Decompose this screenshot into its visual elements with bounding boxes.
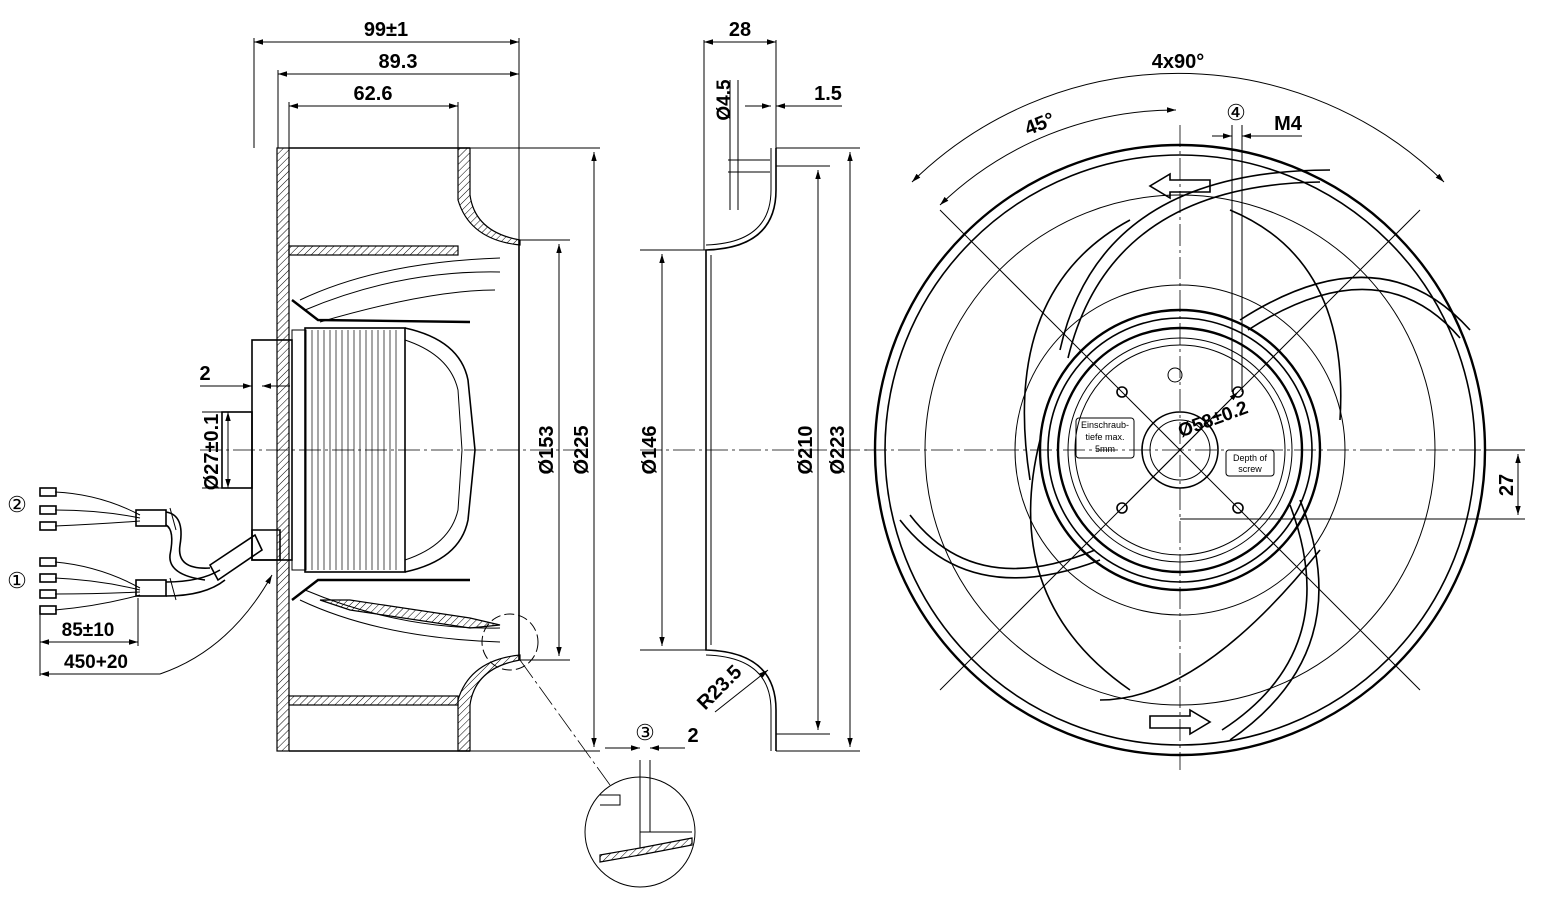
note-en-2: screw — [1238, 464, 1262, 474]
dim-ring-width: 28 — [729, 19, 751, 41]
dim-ring-dia-2: Ø223 — [827, 426, 849, 475]
note-de-1: Einschraub- — [1081, 420, 1129, 430]
dim-wall: 1.5 — [814, 83, 842, 105]
motor-dome — [404, 327, 476, 573]
rotor-ribs — [311, 330, 397, 570]
inlet-ring-profile — [705, 148, 777, 751]
hub-bore — [1141, 411, 1219, 489]
dim-thread: M4 — [1274, 113, 1303, 135]
side-view — [200, 147, 600, 752]
lead-wires: ② ① 85±10 450+20 — [7, 487, 273, 677]
inlet-ring-view: 28 Ø4.5 1.5 Ø146 R23.5 Ø210 Ø223 — [639, 19, 870, 752]
note-de-2: tiefe max. — [1085, 432, 1124, 442]
dim-depth-2: 89.3 — [379, 51, 418, 73]
flow-arrow-bottom — [1149, 708, 1212, 736]
lead-1-marker: ① — [7, 568, 27, 593]
note-en-1: Depth of — [1233, 453, 1268, 463]
dim-lead-short: 85±10 — [62, 620, 115, 641]
dim-bolt-circle: Ø58±0.2 — [1175, 398, 1251, 443]
front-view: Einschraub- tiefe max. 5mm Depth of scre… — [865, 51, 1525, 770]
dim-overall-depth: 99±1 — [364, 19, 408, 41]
dim-shaft-dia: Ø27±0.1 — [201, 414, 223, 491]
shroud-top — [457, 147, 521, 246]
dim-ring-dia-1: Ø210 — [795, 426, 817, 475]
dim-inlet-dia: Ø153 — [536, 426, 558, 475]
blade-lower — [319, 599, 501, 629]
impeller-blades — [899, 169, 1471, 741]
side-dimensions: 99±1 89.3 62.6 2 Ø27±0.1 Ø153 Ø225 — [199, 19, 597, 747]
dim-angle: 45° — [1022, 109, 1058, 141]
dim-depth-3: 62.6 — [354, 83, 393, 105]
cable-gland — [208, 533, 264, 582]
dim-angle-pattern: 4x90° — [1152, 51, 1205, 73]
backplate — [276, 147, 290, 752]
dim-detail: 2 — [687, 725, 698, 747]
detail-marker: ③ — [635, 720, 655, 745]
blade-band-top — [288, 245, 459, 256]
dim-flange-offset: 2 — [199, 363, 210, 385]
note-de-3: 5mm — [1095, 444, 1115, 454]
shroud-bottom — [457, 654, 521, 752]
bolt-holes — [1116, 367, 1244, 514]
dim-outer-dia: Ø225 — [571, 426, 593, 475]
lead-2-marker: ② — [7, 492, 27, 517]
dim-radius: R23.5 — [693, 661, 746, 714]
motor-rotor — [304, 327, 406, 573]
detail-view: ③ 2 — [481, 613, 699, 888]
blade-band-bottom — [288, 695, 459, 706]
dim-inner-dia: Ø146 — [639, 426, 661, 475]
dim-hole-dia: Ø4.5 — [714, 79, 735, 121]
dim-lead-long: 450+20 — [64, 652, 128, 673]
shaft-hub — [221, 411, 253, 489]
thread-marker: ④ — [1226, 100, 1246, 125]
dim-offset: 27 — [1496, 474, 1518, 496]
